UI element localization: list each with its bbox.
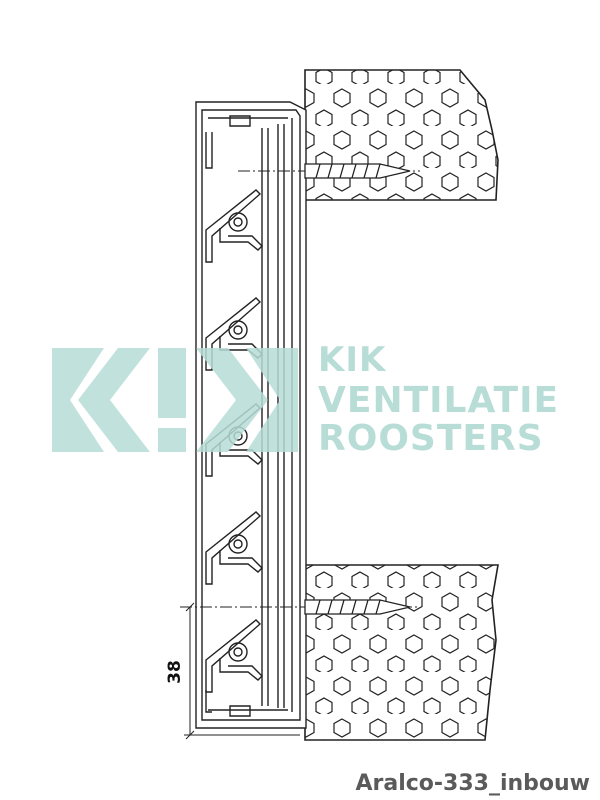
louver-blade [205,189,263,263]
drawing-caption: Aralco-333_inbouw [355,771,590,796]
dimension-line [184,602,300,740]
watermark-brand: KIK [318,340,387,380]
wall-section-top [304,69,499,201]
louver-blade [205,511,263,585]
screw-top [238,163,420,179]
watermark-line-2: ROOSTERS [318,418,544,459]
louver-blade [205,619,263,693]
watermark-line-1: VENTILATIE [318,380,560,421]
watermark-logo [52,348,298,452]
screw-bottom [180,599,420,615]
wall-section-bottom [304,564,499,741]
dimension-label: 38 [165,660,185,684]
